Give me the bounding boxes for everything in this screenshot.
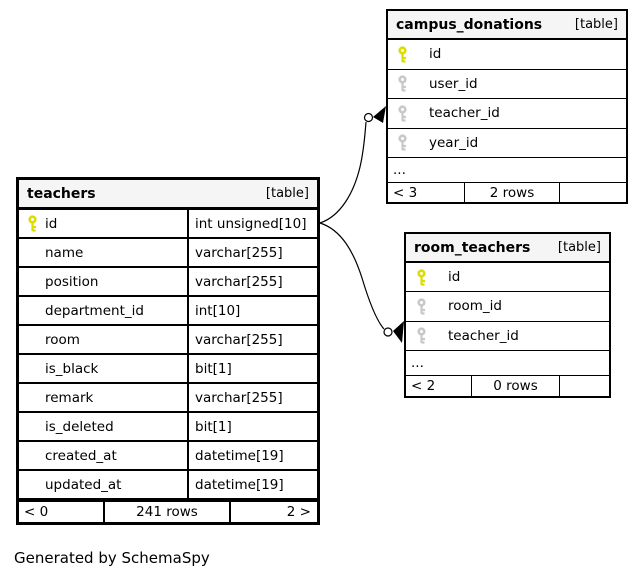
table-row: user_id: [388, 70, 626, 99]
primary-key-icon: [398, 46, 429, 63]
table-row: room_id: [406, 292, 609, 322]
table-badge: [table]: [265, 186, 309, 201]
relationship-edge-teachers-room-teachers: [319, 222, 404, 343]
row-count: 241 rows: [105, 502, 231, 522]
column-name: is_black: [45, 360, 99, 377]
table-footer: < 0 241 rows 2 >: [19, 500, 317, 522]
column-type: varchar[255]: [195, 331, 283, 348]
column-type: varchar[255]: [195, 273, 283, 290]
foreign-key-icon: [398, 105, 429, 122]
table-row: is_black bit[1]: [19, 355, 317, 384]
table-row: teacher_id: [406, 322, 609, 351]
column-name: teacher_id: [448, 327, 519, 344]
table-teachers: teachers [table] id int unsigned[10] nam…: [16, 177, 320, 525]
foreign-key-icon: [417, 298, 448, 315]
column-name: created_at: [45, 447, 117, 464]
hidden-parents-count: < 2: [406, 375, 472, 396]
primary-key-icon: [417, 269, 448, 286]
column-name: id: [448, 269, 461, 286]
foreign-key-icon: [398, 75, 429, 92]
column-type: bit[1]: [195, 360, 232, 377]
column-type: varchar[255]: [195, 389, 283, 406]
table-row: position varchar[255]: [19, 268, 317, 297]
hidden-children-count: 2 >: [286, 504, 311, 520]
hidden-parents-count: < 0: [19, 502, 105, 522]
more-columns-ellipsis: ...: [406, 351, 609, 376]
table-footer: < 3 2 rows: [388, 183, 626, 202]
table-room-teachers: room_teachers [table] id room_id: [404, 232, 611, 398]
table-row: id: [406, 263, 609, 293]
column-type: datetime[19]: [195, 476, 284, 493]
column-name: teacher_id: [429, 105, 500, 122]
table-header: campus_donations [table]: [388, 11, 626, 40]
primary-key-icon: [28, 215, 45, 232]
column-name: department_id: [45, 302, 144, 319]
table-badge: [table]: [574, 17, 618, 32]
table-header: teachers [table]: [19, 180, 317, 210]
column-name: position: [45, 273, 99, 290]
foreign-key-icon: [417, 327, 448, 344]
hidden-parents-count: < 3: [388, 183, 465, 202]
column-name: updated_at: [45, 476, 122, 493]
table-footer: < 2 0 rows: [406, 375, 609, 396]
column-type: int unsigned[10]: [195, 215, 307, 232]
column-name: id: [429, 46, 442, 63]
table-row: updated_at datetime[19]: [19, 471, 317, 500]
column-name: is_deleted: [45, 418, 114, 435]
column-name: id: [45, 215, 58, 232]
table-name[interactable]: room_teachers: [414, 239, 531, 256]
column-name: user_id: [429, 75, 478, 92]
column-name: room: [45, 331, 80, 348]
column-name: remark: [45, 389, 94, 406]
table-campus-donations: campus_donations [table] id user_id: [386, 9, 628, 204]
zero-or-more-circle: [363, 112, 374, 123]
arrowhead: [373, 106, 386, 123]
column-type: int[10]: [195, 302, 241, 319]
column-name: year_id: [429, 134, 479, 151]
table-row: year_id: [388, 129, 626, 158]
relationship-edge-teachers-campus-donations: [319, 106, 386, 224]
column-name: room_id: [448, 298, 502, 315]
column-type: varchar[255]: [195, 244, 283, 261]
table-row: id: [388, 40, 626, 70]
table-name[interactable]: teachers: [27, 185, 96, 202]
table-name[interactable]: campus_donations: [396, 16, 543, 33]
table-row: created_at datetime[19]: [19, 442, 317, 471]
column-name: name: [45, 244, 84, 261]
table-row: id int unsigned[10]: [19, 210, 317, 239]
arrowhead: [393, 321, 404, 343]
table-header: room_teachers [table]: [406, 234, 609, 263]
zero-or-more-circle: [383, 327, 393, 337]
column-type: bit[1]: [195, 418, 232, 435]
foreign-key-icon: [398, 134, 429, 151]
table-row: room varchar[255]: [19, 326, 317, 355]
table-row: name varchar[255]: [19, 239, 317, 268]
table-row: teacher_id: [388, 99, 626, 129]
hidden-children-count: [560, 183, 626, 202]
row-count: 0 rows: [472, 375, 560, 396]
table-row: is_deleted bit[1]: [19, 413, 317, 442]
table-row: remark varchar[255]: [19, 384, 317, 413]
table-row: department_id int[10]: [19, 297, 317, 326]
column-type: datetime[19]: [195, 447, 284, 464]
generated-by-caption: Generated by SchemaSpy: [14, 549, 210, 567]
row-count: 2 rows: [465, 183, 560, 202]
table-badge: [table]: [557, 240, 601, 255]
more-columns-ellipsis: ...: [388, 158, 626, 183]
hidden-children-count: [560, 376, 609, 396]
